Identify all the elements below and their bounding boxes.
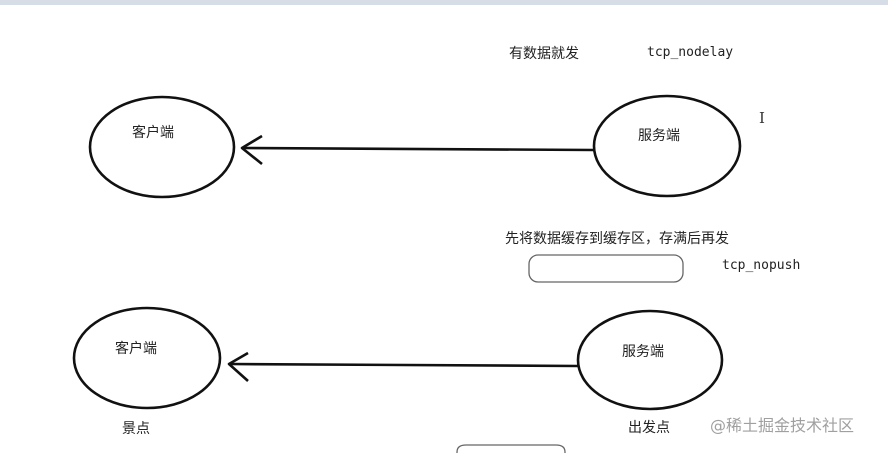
bottom-client-sublabel: 景点 xyxy=(122,421,150,437)
bottom-server-node xyxy=(576,309,724,411)
top-caption: 有数据就发 xyxy=(509,46,579,62)
buffer-box xyxy=(528,254,684,283)
partial-shape-bottom xyxy=(456,444,566,453)
bottom-server-sublabel: 出发点 xyxy=(628,420,670,436)
bottom-client-node xyxy=(72,306,222,410)
top-client-label: 客户端 xyxy=(132,125,174,141)
top-server-label: 服务端 xyxy=(638,128,680,144)
middle-caption: 先将数据缓存到缓存区，存满后再发 xyxy=(505,231,729,247)
top-server-node xyxy=(592,94,742,198)
bottom-server-label: 服务端 xyxy=(622,344,664,360)
middle-option-label: tcp_nopush xyxy=(722,258,801,273)
bottom-arrow-line xyxy=(228,362,579,368)
window-top-strip xyxy=(0,0,888,5)
top-option-label: tcp_nodelay xyxy=(647,45,734,60)
bottom-client-label: 客户端 xyxy=(115,341,157,357)
top-client-node xyxy=(88,95,236,199)
text-cursor-icon: I xyxy=(759,109,765,127)
top-arrow-head xyxy=(240,134,263,166)
bottom-arrow-head xyxy=(227,351,249,382)
watermark-text: @稀土掘金技术社区 xyxy=(710,416,855,435)
top-arrow-line xyxy=(242,146,595,152)
